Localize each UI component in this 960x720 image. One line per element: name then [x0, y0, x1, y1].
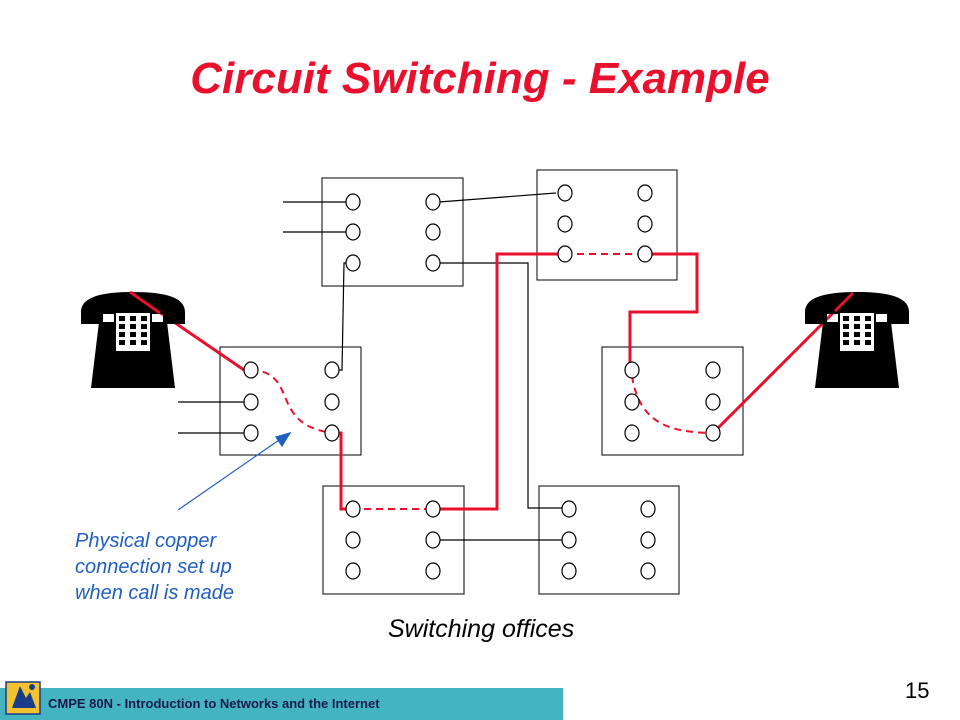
right-telephone-icon — [805, 292, 909, 388]
left-telephone-icon — [81, 292, 185, 388]
slide-title: Circuit Switching - Example — [190, 54, 770, 103]
university-logo-icon — [5, 681, 41, 715]
footer-bar: CMPE 80N - Introduction to Networks and … — [0, 688, 563, 720]
page-number: 15 — [905, 678, 930, 703]
copper-connection-annotation: Physical copper connection set up when c… — [75, 528, 305, 606]
switch-box-top-right — [536, 169, 678, 281]
switch-box-mid-left — [219, 346, 362, 456]
annotation-line-1: Physical copper — [75, 530, 217, 552]
switch-box-mid-right — [601, 346, 744, 456]
annotation-line-3: when call is made — [75, 582, 234, 604]
annotation-line-2: connection set up — [75, 556, 232, 578]
footer-course-title: CMPE 80N - Introduction to Networks and … — [48, 696, 380, 711]
switching-offices-label: Switching offices — [388, 615, 575, 643]
